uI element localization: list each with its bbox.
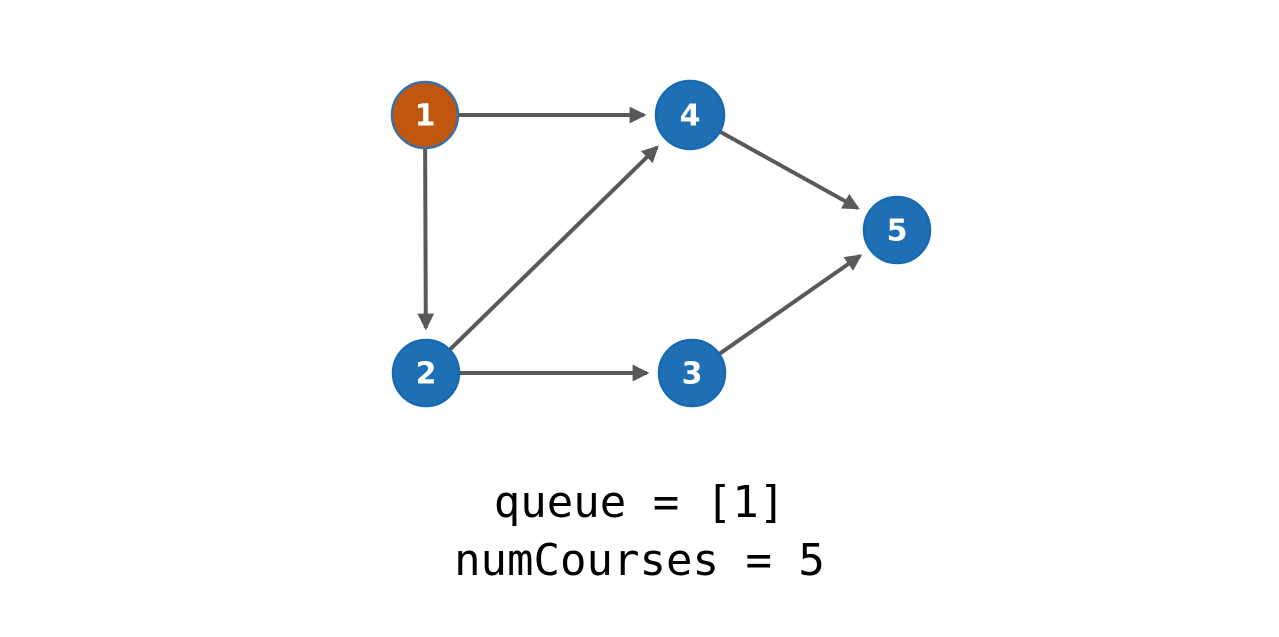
edges-layer bbox=[417, 106, 863, 382]
caption-block: queue = [1] numCourses = 5 bbox=[0, 474, 1279, 590]
node-circle-5 bbox=[862, 195, 932, 265]
node-circle-3 bbox=[657, 338, 727, 408]
node-label-4: 4 bbox=[680, 99, 701, 134]
graph-node-2[interactable]: 2 bbox=[391, 338, 461, 408]
node-label-3: 3 bbox=[682, 357, 703, 392]
edge-2-to-4 bbox=[448, 145, 659, 351]
node-circle-1 bbox=[390, 80, 460, 150]
caption-numcourses-line: numCourses = 5 bbox=[454, 535, 825, 586]
graph-node-5[interactable]: 5 bbox=[862, 195, 932, 265]
node-label-2: 2 bbox=[416, 357, 437, 392]
edge-4-to-5 bbox=[719, 130, 860, 210]
node-circle-2 bbox=[391, 338, 461, 408]
caption-queue-line: queue = [1] bbox=[493, 477, 786, 528]
graph-node-4[interactable]: 4 bbox=[654, 79, 726, 151]
nodes-layer: 1 2 3 4 5 bbox=[390, 79, 932, 408]
edge-3-to-5 bbox=[718, 254, 863, 356]
node-label-5: 5 bbox=[887, 214, 908, 249]
graph-node-1[interactable]: 1 bbox=[390, 80, 460, 150]
node-circle-4 bbox=[654, 79, 726, 151]
graph-node-3[interactable]: 3 bbox=[657, 338, 727, 408]
edge-1-to-2 bbox=[417, 148, 435, 331]
node-label-1: 1 bbox=[415, 99, 436, 134]
